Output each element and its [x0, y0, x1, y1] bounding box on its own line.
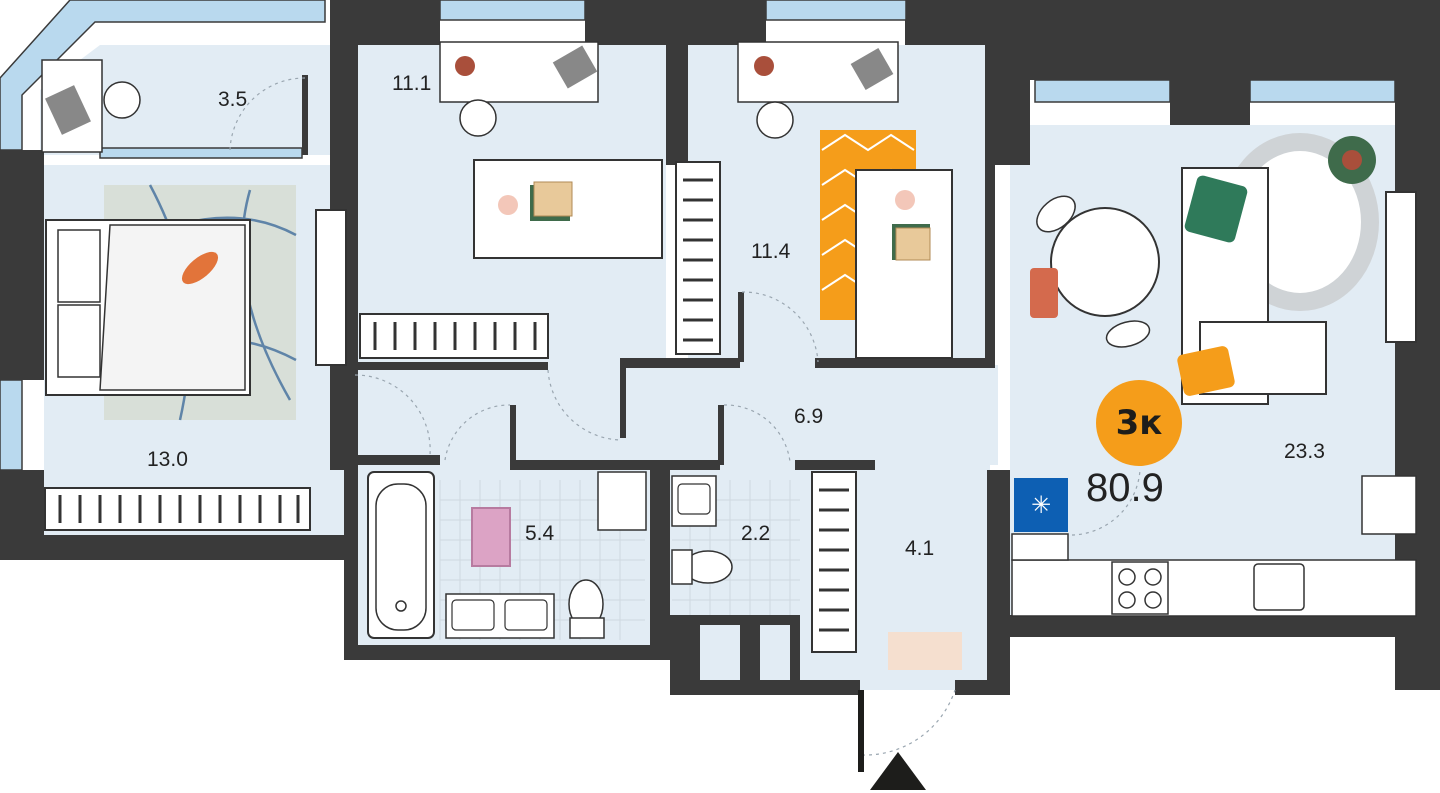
bath-mat: [471, 507, 511, 567]
window-bedroom-right: [765, 0, 907, 21]
radiator-fins: [58, 178, 849, 632]
chair: [103, 81, 141, 119]
room-area-toilet: 2.2: [741, 522, 771, 545]
room-area-bedroom-top-middle: 11.1: [392, 72, 432, 95]
bathtub-basin: [375, 483, 427, 631]
room-area-hallway: 4.1: [905, 537, 935, 560]
fridge: [1361, 475, 1417, 535]
wall-openings: [700, 625, 790, 680]
room-area-bedroom-top-right: 11.4: [751, 240, 791, 263]
window-living-2: [1249, 79, 1396, 103]
book: [895, 227, 931, 261]
laptop-icon: [45, 85, 91, 135]
room-area-corridor: 6.9: [794, 405, 824, 428]
dining-chair: [1036, 195, 1076, 233]
teddy-bear-icon: [895, 190, 915, 210]
stove-burner: [1144, 591, 1162, 609]
balcony-floor: [40, 45, 330, 155]
total-area: 80.9: [1086, 466, 1164, 510]
washing-machine: [597, 471, 647, 531]
stove: [1111, 561, 1169, 615]
room-area-living-kitchen: 23.3: [1284, 440, 1325, 463]
kitchen-counter: [1011, 559, 1417, 617]
tv-cabinet: [1385, 191, 1417, 343]
drain: [395, 600, 407, 612]
entrance-door[interactable]: [858, 690, 864, 772]
door-swings: [229, 77, 1141, 756]
cat-icon: [181, 251, 219, 285]
blanket: [99, 224, 246, 391]
stove-burner: [1118, 568, 1136, 586]
plant-icon: [455, 56, 475, 76]
chair: [459, 99, 497, 137]
room-area-bathroom: 5.4: [525, 522, 555, 545]
sink-basin: [451, 599, 495, 631]
plant-icon: [754, 56, 774, 76]
wardrobe: [315, 209, 347, 366]
pillow: [57, 229, 101, 303]
chair: [756, 101, 794, 139]
apartment-type-badge: 3к: [1096, 380, 1182, 466]
corridor-floor: [358, 365, 998, 465]
windows: [0, 0, 1396, 471]
small-sink-basin: [677, 483, 711, 515]
laptop-icon: [552, 45, 598, 89]
room-area-balcony: 3.5: [218, 88, 248, 111]
toilet-tank: [569, 617, 605, 639]
stove-burner: [1118, 591, 1136, 609]
radiators: [44, 161, 857, 653]
dining-table: [1050, 207, 1160, 317]
kitchen-sink: [1253, 563, 1305, 611]
window-bedroom-left: [0, 379, 23, 471]
dining-chair: [1030, 268, 1058, 318]
cushion: [1177, 346, 1235, 396]
plant-pot: [1342, 150, 1362, 170]
balcony-window: [0, 0, 326, 151]
kitchen-counter-side: [1011, 533, 1069, 561]
book: [533, 181, 573, 217]
window-living-1: [1034, 79, 1171, 103]
sink-basin: [504, 599, 548, 631]
doormat: [888, 632, 962, 670]
snowflake-icon: ✳: [1014, 478, 1068, 532]
stove-burner: [1144, 568, 1162, 586]
entrance-arrow-icon: [870, 752, 926, 790]
toilet-tank: [671, 549, 693, 585]
window-balcony-inner: [99, 147, 303, 159]
dining-chair: [1105, 320, 1151, 348]
window-bedroom-middle: [439, 0, 586, 21]
room-area-bedroom-left: 13.0: [147, 448, 188, 471]
cushion: [1184, 175, 1248, 243]
teddy-bear-icon: [498, 195, 518, 215]
laptop-icon: [850, 48, 894, 90]
pillow: [57, 304, 101, 378]
